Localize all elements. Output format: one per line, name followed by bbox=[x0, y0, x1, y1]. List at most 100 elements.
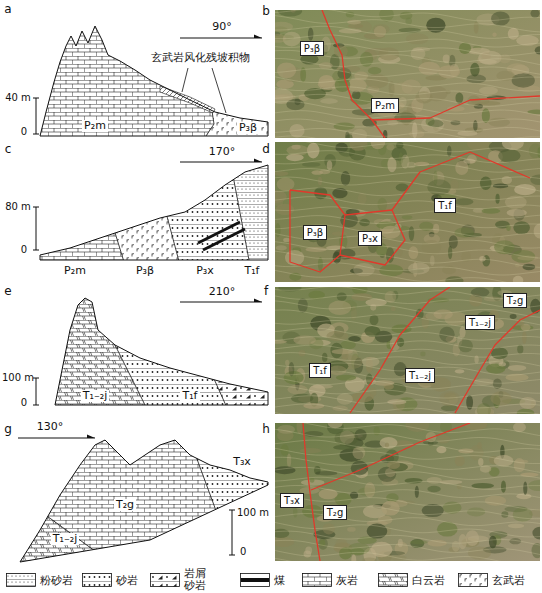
section-label: 170° bbox=[209, 146, 236, 159]
arrow-head bbox=[87, 435, 95, 439]
panel-letter: d bbox=[262, 143, 270, 157]
vegetation-patch bbox=[490, 391, 511, 405]
vegetation-patch bbox=[319, 489, 338, 500]
formation-code: T₁₋₂j bbox=[469, 317, 491, 328]
vegetation-patch bbox=[297, 423, 303, 434]
vegetation-patch bbox=[370, 315, 379, 325]
formation-label-box: T₂g bbox=[323, 505, 347, 520]
leader-line bbox=[212, 68, 226, 113]
section-fill bbox=[30, 150, 280, 270]
terrain-profile bbox=[20, 440, 268, 562]
scale-bar bbox=[229, 510, 235, 555]
vegetation-patch bbox=[277, 177, 295, 191]
vegetation-patch bbox=[337, 293, 347, 301]
vegetation-patch bbox=[458, 339, 473, 352]
vegetation-patch bbox=[307, 143, 319, 159]
terrace-line bbox=[275, 429, 540, 445]
vegetation-patch bbox=[427, 477, 442, 484]
legend-swatch bbox=[302, 573, 332, 587]
vegetation-patch bbox=[513, 508, 533, 522]
coal-sample bbox=[241, 578, 269, 582]
section-label: 130° bbox=[37, 421, 64, 434]
legend-label: 灰岩 bbox=[336, 573, 358, 588]
section-label: P₂m bbox=[82, 120, 108, 133]
vegetation-patch bbox=[471, 483, 494, 488]
terrace-line bbox=[275, 396, 540, 408]
terrain-profile bbox=[40, 165, 268, 260]
section-label: P₃β bbox=[136, 265, 154, 278]
vegetation-patch bbox=[513, 276, 524, 282]
vegetation-patch bbox=[398, 539, 403, 547]
vegetation-patch bbox=[427, 179, 450, 195]
section-label: 0 bbox=[21, 126, 27, 138]
vegetation-patch bbox=[529, 143, 540, 158]
vegetation-patch bbox=[351, 554, 356, 561]
vegetation-patch bbox=[291, 145, 300, 150]
vegetation-patch bbox=[336, 375, 356, 381]
vegetation-patch bbox=[302, 162, 321, 167]
terrace-line bbox=[275, 136, 540, 138]
section-fill bbox=[30, 20, 280, 140]
pattern-sample bbox=[83, 574, 112, 587]
formation-label-box: T₁₋₂j bbox=[405, 368, 435, 383]
terrace-line bbox=[275, 504, 540, 519]
vegetation-patch bbox=[492, 33, 496, 37]
legend-label: 玄武岩 bbox=[492, 573, 525, 588]
formation-label-box: T₂g bbox=[503, 293, 527, 308]
legend-swatch bbox=[150, 573, 180, 587]
terrace-line bbox=[275, 242, 540, 258]
pattern-sample bbox=[459, 574, 488, 587]
vegetation-patch bbox=[459, 43, 471, 54]
vegetation-patch bbox=[466, 75, 486, 84]
pattern-sample bbox=[379, 574, 408, 587]
formation-boundary bbox=[303, 423, 320, 561]
panel-letter: c bbox=[5, 143, 12, 157]
formation-code: T₁f bbox=[313, 365, 327, 376]
terrace-line bbox=[275, 119, 540, 131]
vegetation-patch bbox=[508, 28, 519, 40]
photo-ground bbox=[275, 423, 540, 561]
aerial-photo bbox=[275, 287, 540, 414]
terrace-line bbox=[275, 296, 540, 308]
terrain-profile bbox=[40, 26, 268, 136]
vegetation-patch bbox=[454, 198, 473, 205]
arrow-line bbox=[180, 302, 262, 303]
vegetation-patch bbox=[351, 306, 357, 320]
terrace-line bbox=[275, 87, 540, 99]
vegetation-patch bbox=[530, 175, 540, 186]
arrow-head bbox=[254, 299, 262, 303]
vegetation-patch bbox=[522, 331, 527, 344]
vegetation-patch bbox=[275, 223, 281, 237]
section-label: P₂m bbox=[64, 265, 86, 278]
section-fill bbox=[40, 290, 280, 410]
vegetation-patch bbox=[275, 22, 293, 32]
vegetation-patch bbox=[489, 536, 497, 549]
legend-item: 砂岩 bbox=[82, 573, 138, 588]
vegetation-patch bbox=[498, 149, 520, 162]
section-label: P₃β bbox=[237, 122, 259, 135]
formation-boundary bbox=[340, 210, 405, 265]
legend-item: 灰岩 bbox=[302, 573, 358, 588]
vegetation-patch bbox=[308, 28, 313, 41]
section-label: T₃x bbox=[233, 456, 251, 469]
vegetation-patch bbox=[510, 314, 517, 319]
scale-bar bbox=[33, 207, 39, 250]
vegetation-patch bbox=[477, 442, 482, 449]
terrace-line bbox=[275, 486, 540, 498]
legend-swatch bbox=[6, 573, 36, 587]
scale-tick bbox=[229, 555, 235, 556]
vegetation-patch bbox=[293, 507, 297, 518]
coal-seam bbox=[198, 222, 240, 243]
formation-code: P₃β bbox=[304, 43, 320, 54]
vegetation-patch bbox=[400, 12, 413, 20]
coal-seam bbox=[203, 229, 245, 250]
vegetation-patch bbox=[364, 326, 380, 337]
section-label: 80 m bbox=[5, 201, 31, 213]
terrace-line bbox=[275, 440, 540, 452]
deposit-outline bbox=[160, 86, 215, 113]
terrace-line bbox=[275, 16, 540, 32]
sandstone-unit bbox=[149, 150, 251, 270]
vegetation-patch bbox=[467, 507, 485, 516]
section-g bbox=[0, 420, 280, 570]
